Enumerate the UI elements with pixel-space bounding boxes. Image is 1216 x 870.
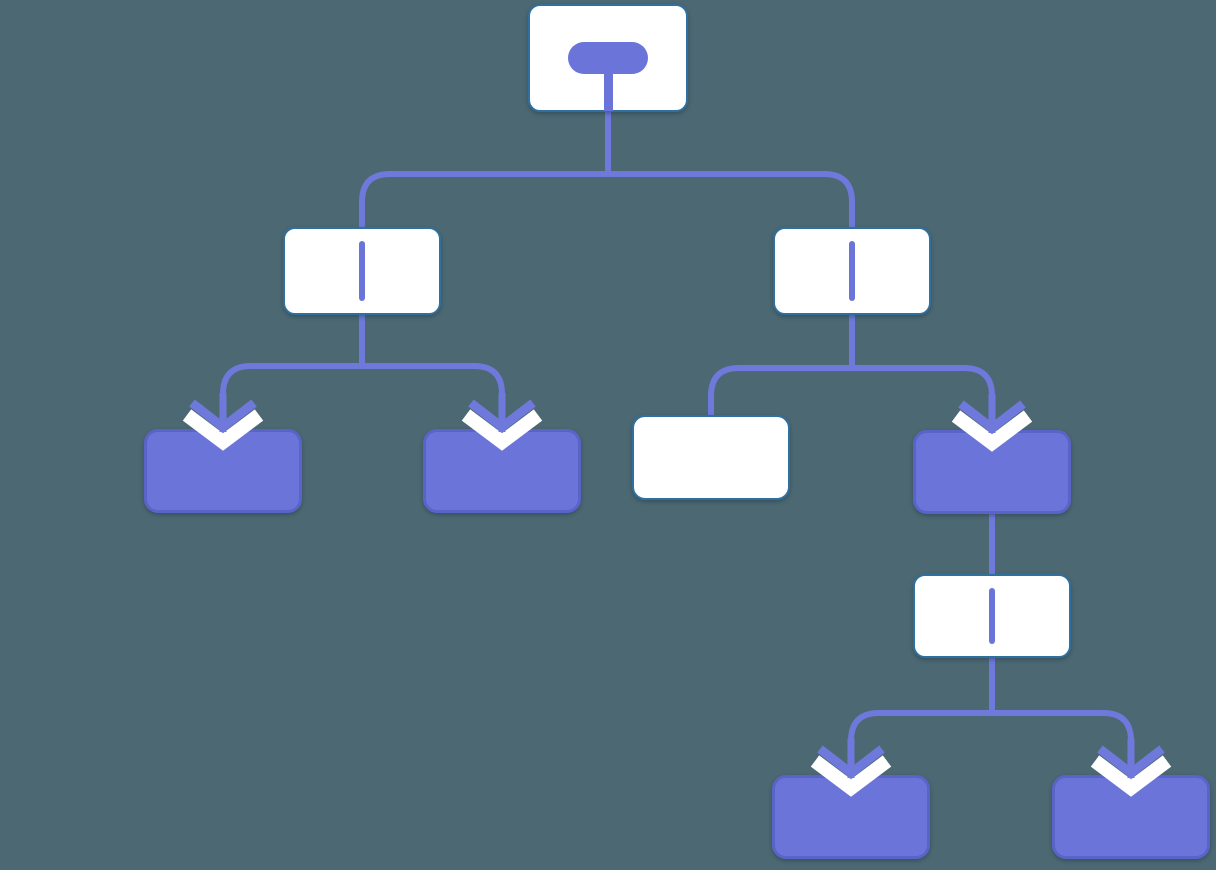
root-node[interactable]	[528, 4, 688, 112]
branch-node-right[interactable]	[773, 227, 931, 315]
leaf-node-3[interactable]	[913, 430, 1071, 514]
divider-bar-icon	[849, 241, 855, 301]
leaf-node-4[interactable]	[772, 775, 930, 859]
branch-node-left[interactable]	[283, 227, 441, 315]
branch-node-bottom[interactable]	[913, 574, 1071, 658]
empty-node[interactable]	[632, 415, 790, 500]
edge-root-split	[359, 112, 855, 227]
divider-bar-icon	[359, 241, 365, 301]
leaf-node-5[interactable]	[1052, 775, 1210, 859]
leaf-node-1[interactable]	[144, 429, 302, 513]
edge-bottom-split	[848, 658, 1134, 755]
edge-left-split	[220, 315, 505, 409]
tree-root-trunk	[603, 66, 613, 111]
leaf-node-2[interactable]	[423, 429, 581, 513]
divider-bar-icon	[989, 588, 995, 644]
edge-right-split	[708, 315, 995, 415]
